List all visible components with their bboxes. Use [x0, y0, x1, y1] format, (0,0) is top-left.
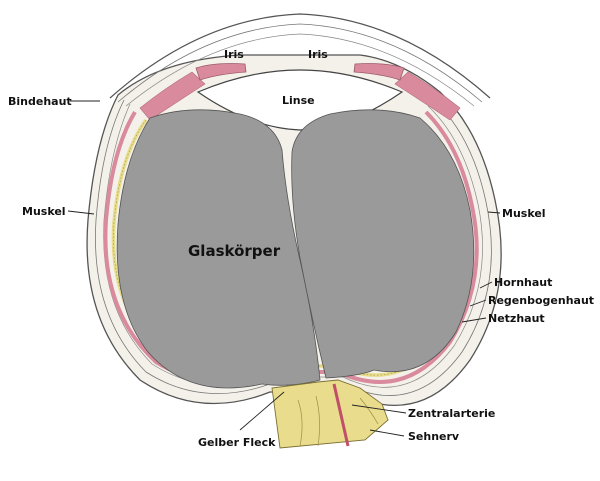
label-glaskoerper: Glaskörper — [188, 242, 281, 260]
optic-nerve — [271, 379, 389, 449]
label-muskel-right: Muskel — [502, 207, 546, 220]
choroid-layer — [103, 71, 479, 384]
label-zentralarterie: Zentralarterie — [408, 407, 495, 420]
central-artery — [332, 383, 350, 447]
label-regenbogenhaut: Regenbogenhaut — [488, 294, 594, 307]
label-bindehaut: Bindehaut — [8, 95, 72, 108]
label-linse: Linse — [282, 94, 315, 107]
leader-lines — [67, 100, 501, 437]
iris — [195, 63, 405, 81]
label-netzhaut: Netzhaut — [488, 312, 545, 325]
vitreous-body — [116, 109, 475, 389]
label-sehnerv: Sehnerv — [408, 430, 460, 443]
label-muskel-left: Muskel — [22, 205, 66, 218]
label-iris-left: Iris — [224, 48, 244, 61]
label-gelber-fleck: Gelber Fleck — [198, 436, 276, 449]
label-hornhaut: Hornhaut — [494, 276, 552, 289]
label-iris-right: Iris — [308, 48, 328, 61]
